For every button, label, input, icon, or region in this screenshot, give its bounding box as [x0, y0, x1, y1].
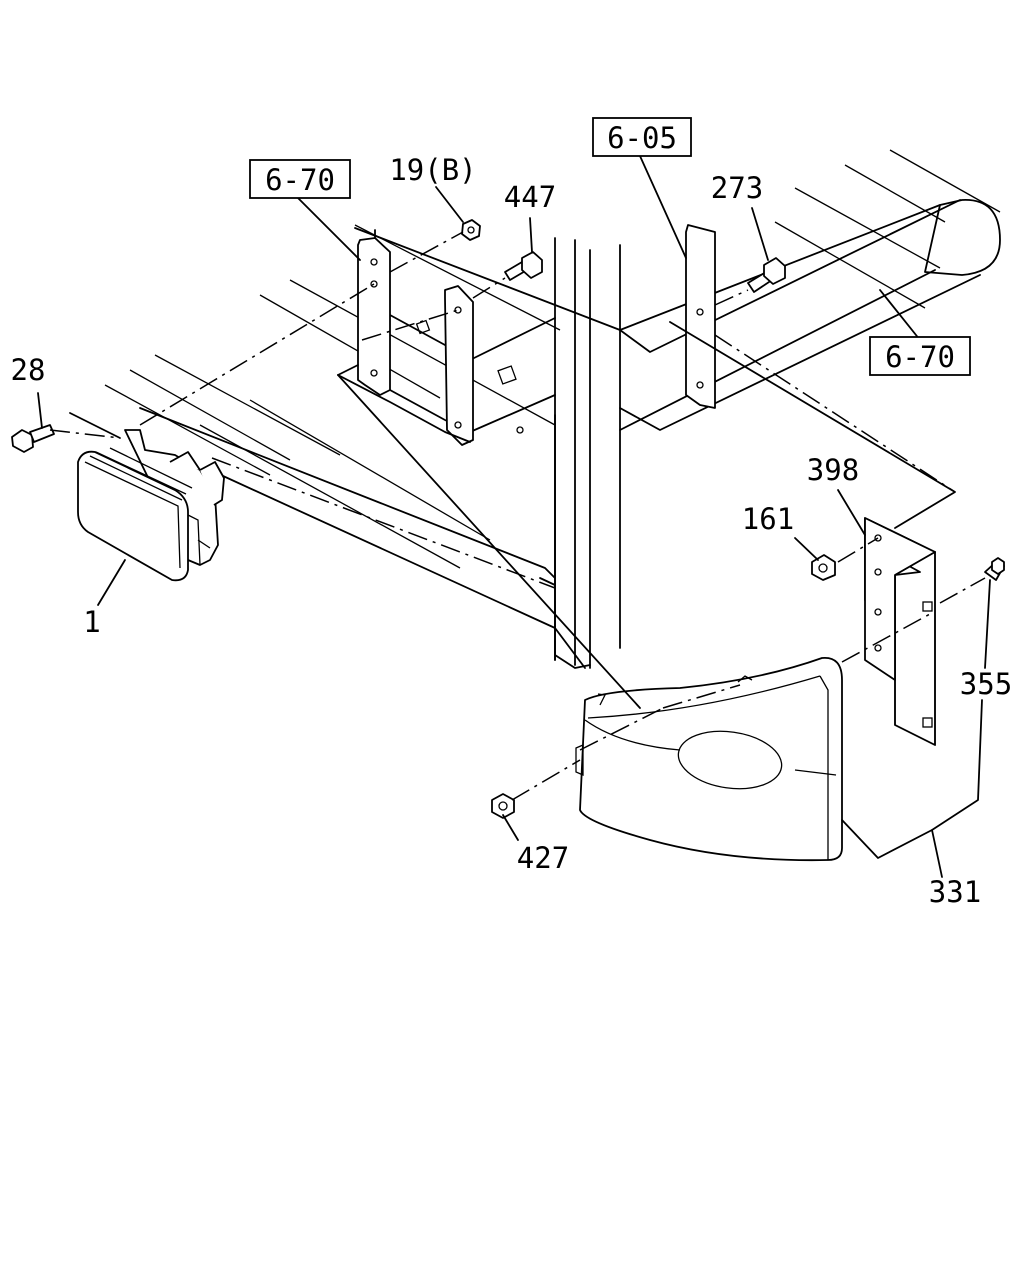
- corner-panel: [575, 657, 843, 862]
- frame-bracket-plate: [685, 224, 716, 409]
- ref-label-6-70-left: 6-70: [265, 163, 335, 197]
- part-label-273: 273: [711, 171, 763, 205]
- chassis-frame: [104, 149, 1001, 669]
- ref-box-6-70-right: 6-70: [869, 336, 971, 376]
- fastener-bolt-447: [504, 251, 543, 281]
- part-label-19b: 19(B): [389, 153, 476, 187]
- part-label-161: 161: [742, 502, 794, 536]
- headlamp: [77, 429, 225, 582]
- part-label-427: 427: [517, 841, 569, 875]
- corner-bracket: [864, 517, 936, 747]
- part-label-331: 331: [929, 875, 981, 909]
- ref-label-6-05: 6-05: [607, 121, 677, 155]
- ref-label-6-70-right: 6-70: [885, 340, 955, 374]
- fastener-nut-19b: [461, 219, 481, 241]
- fastener-bolt-355: [984, 557, 1005, 581]
- part-label-355: 355: [960, 667, 1012, 701]
- part-label-398: 398: [807, 453, 859, 487]
- leader-lines: [37, 155, 991, 878]
- fastener-nut-427: [491, 793, 515, 819]
- part-label-1: 1: [83, 605, 100, 639]
- fastener-nut-161: [811, 554, 836, 581]
- fastener-bolt-273: [747, 257, 786, 293]
- fastener-bolt-28: [11, 424, 55, 453]
- ref-box-6-70-left: 6-70: [249, 159, 351, 199]
- part-labels: 19(B) 447 273 28 1 398 161 355 427 331: [11, 153, 1013, 909]
- assembly-lines: [49, 231, 986, 801]
- ref-box-6-05: 6-05: [592, 117, 692, 157]
- part-label-447: 447: [504, 180, 556, 214]
- upper-bracket-assembly: [337, 229, 474, 446]
- part-label-28: 28: [11, 353, 46, 387]
